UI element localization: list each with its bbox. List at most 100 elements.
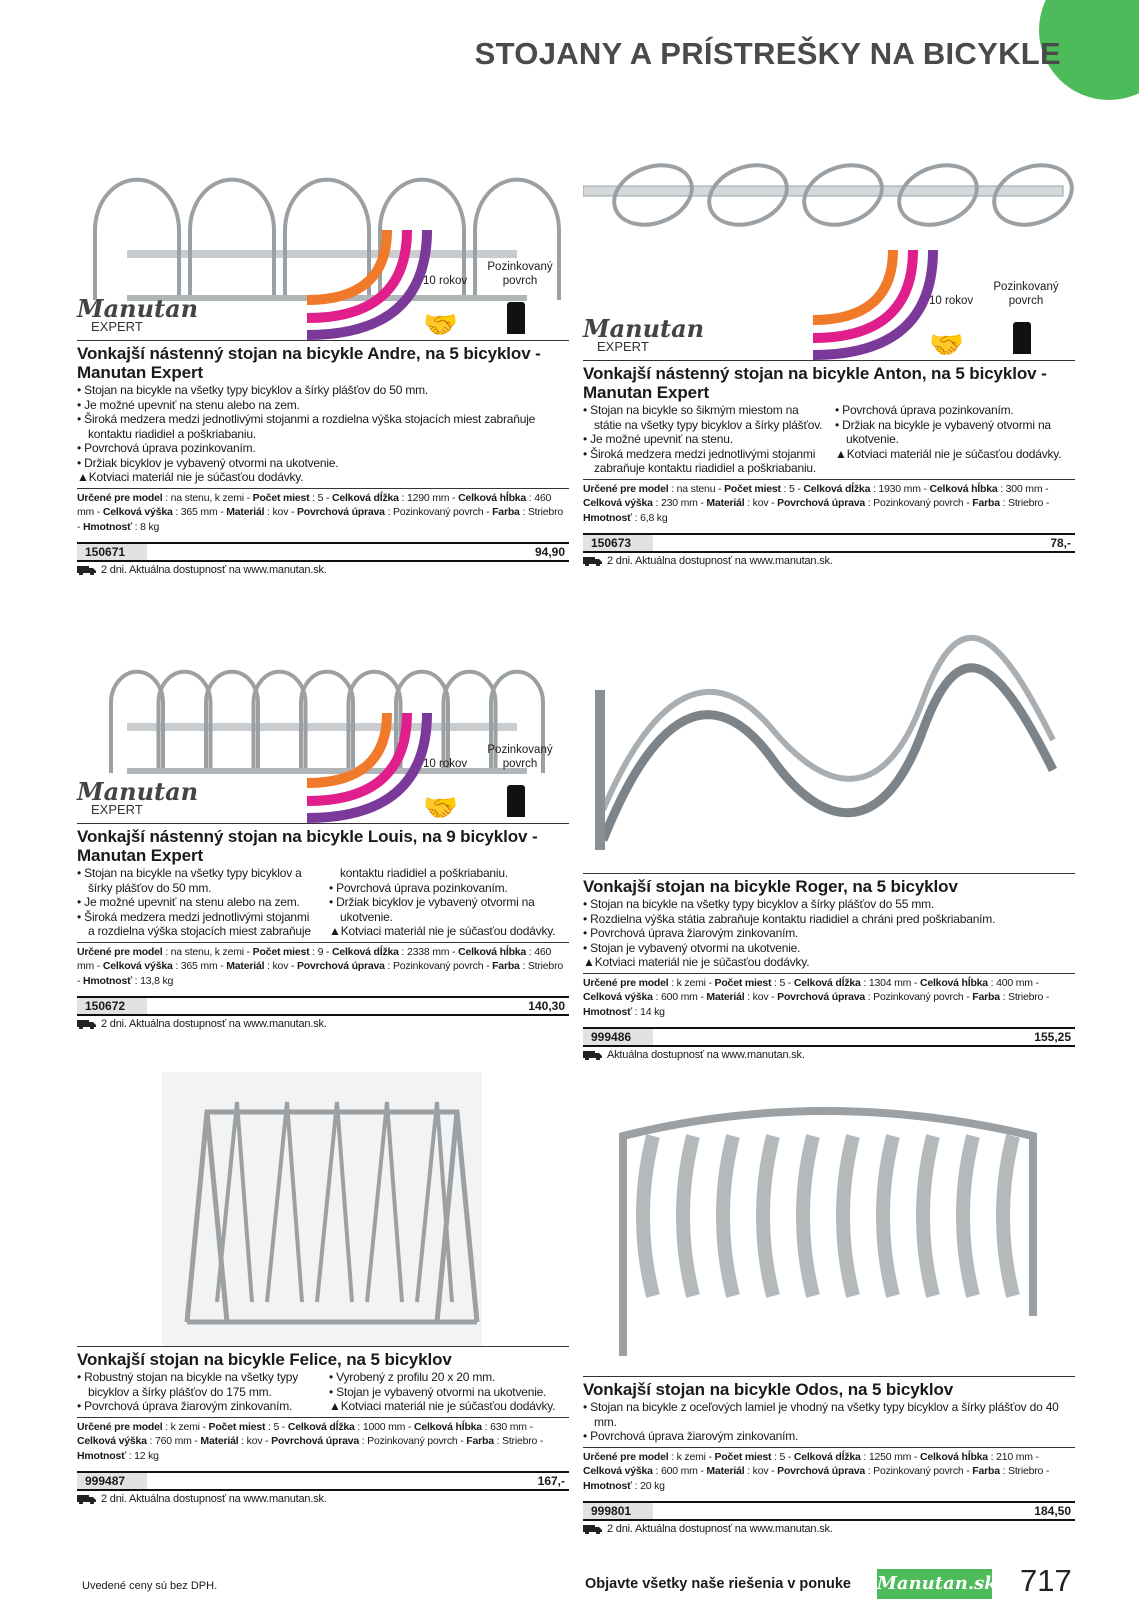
feature-item: Široká medzera medzi jednotlivými stojan… <box>77 412 569 441</box>
feature-item: Je možné upevniť na stenu. <box>583 432 823 447</box>
spec-label: Materiál <box>200 1435 239 1447</box>
delivery-info: 2 dni. Aktuálna dostupnosť na www.manuta… <box>77 1491 569 1507</box>
feature-item: Držiak bicyklov je vybavený otvormi na u… <box>77 456 569 471</box>
feature-item: Stojan na bicykle so šikmým miestom na s… <box>583 403 823 432</box>
product-title[interactable]: Vonkajší stojan na bicykle Odos, na 5 bi… <box>583 1376 1075 1399</box>
spec-value: Pozinkovaný povrch <box>392 506 484 518</box>
product-code[interactable]: 999486 <box>583 1029 653 1045</box>
warranty-arcs <box>812 250 938 360</box>
feature-list: Stojan na bicykle na všetky typy bicyklo… <box>77 865 569 942</box>
manutan-logo[interactable]: Manutan.sk <box>877 1569 997 1599</box>
product-code[interactable]: 999487 <box>77 1473 147 1489</box>
product-title[interactable]: Vonkajší stojan na bicykle Felice, na 5 … <box>77 1346 569 1369</box>
product-price: 94,90 <box>534 545 565 559</box>
warning-item: Kotviaci materiál nie je súčasťou dodávk… <box>835 447 1075 462</box>
spec-label: Celková výška <box>583 1465 653 1477</box>
spec-label: Celková dĺžka <box>793 976 861 989</box>
spec-label: Určené pre model <box>583 976 669 989</box>
spec-label: Povrchová úprava <box>296 506 385 518</box>
spec-label: Materiál <box>706 991 745 1003</box>
warning-item: Kotviaci materiál nie je súčasťou dodávk… <box>583 955 1075 970</box>
price-bar: 150673 78,- <box>583 533 1075 553</box>
price-bar: 999487 167,- <box>77 1471 569 1491</box>
feature-item: Vyrobený z profilu 20 x 20 mm. <box>329 1370 569 1385</box>
spec-label: Materiál <box>706 1465 745 1477</box>
product-code[interactable]: 150673 <box>583 535 653 551</box>
feature-item: Stojan je vybavený otvormi na ukotvenie. <box>583 941 1075 956</box>
spec-value: 600 mm <box>660 991 698 1003</box>
product-image <box>619 1107 1037 1356</box>
specifications: Určené pre model : k zemi - Počet miest … <box>583 972 1075 1028</box>
feature-item: Stojan na bicykle na všetky typy bicyklo… <box>77 866 317 895</box>
spec-value: 230 mm <box>660 497 698 509</box>
spec-value: 760 mm <box>154 1435 192 1447</box>
spec-label: Počet miest <box>714 1450 772 1463</box>
product-price: 155,25 <box>1034 1030 1071 1044</box>
product-title[interactable]: Vonkajší nástenný stojan na bicykle Loui… <box>77 823 569 865</box>
spec-label: Povrchová úprava <box>777 991 865 1003</box>
spec-label: Materiál <box>706 497 745 509</box>
product-image <box>162 1072 482 1346</box>
product-title[interactable]: Vonkajší stojan na bicykle Roger, na 5 b… <box>583 873 1075 896</box>
feature-item: Povrchová úprava žiarovým zinkovaním. <box>77 1399 317 1414</box>
spec-label: Počet miest <box>252 945 310 958</box>
spec-label: Farba <box>972 497 1000 509</box>
product-price: 167,- <box>537 1474 565 1488</box>
spec-value: 365 mm <box>180 506 218 518</box>
truck-icon <box>77 1020 96 1029</box>
spec-label: Počet miest <box>724 482 781 495</box>
spec-value: Striebro <box>1008 1465 1044 1477</box>
spec-value: 1000 mm <box>362 1420 406 1433</box>
spec-value: 600 mm <box>660 1465 698 1477</box>
specifications: Určené pre model : k zemi - Počet miest … <box>77 1416 569 1472</box>
spec-label: Hmotnosť <box>583 1005 632 1018</box>
spec-value: Striebro <box>1008 991 1044 1003</box>
feature-item: Povrchová úprava pozinkovaním. <box>329 881 569 896</box>
warranty-arcs <box>306 230 432 340</box>
delivery-info: 2 dni. Aktuálna dostupnosť na www.manuta… <box>77 562 569 578</box>
page-title: STOJANY A PRÍSTREŠKY NA BICYKLE <box>474 36 1061 71</box>
footer-cta: Objavte všetky naše riešenia v ponuke <box>585 1576 851 1592</box>
spec-value: na stenu, k zemi <box>170 945 244 958</box>
product-title[interactable]: Vonkajší nástenný stojan na bicykle Andr… <box>77 340 569 382</box>
product-code[interactable]: 150672 <box>77 998 147 1014</box>
spec-label: Celková hĺbka <box>413 1420 482 1433</box>
product-title[interactable]: Vonkajší nástenný stojan na bicykle Anto… <box>583 360 1075 402</box>
spec-value: Pozinkovaný povrch <box>873 991 964 1003</box>
spec-label: Hmotnosť <box>77 1449 126 1462</box>
price-bar: 999486 155,25 <box>583 1027 1075 1047</box>
handshake-icon: 🤝 <box>929 329 964 360</box>
spec-value: Striebro <box>527 960 564 972</box>
spec-label: Určené pre model <box>77 491 163 504</box>
feature-item: Stojan na bicykle z oceľových lamiel je … <box>583 1400 1075 1429</box>
warning-item: Kotviaci materiál nie je súčasťou dodávk… <box>329 924 569 939</box>
spec-value: kov <box>272 960 289 972</box>
spec-value: 365 mm <box>180 960 218 972</box>
spec-value: kov <box>246 1435 263 1447</box>
truck-icon <box>77 1495 96 1504</box>
product-code[interactable]: 150671 <box>77 544 147 560</box>
spec-value: 5 <box>273 1420 280 1433</box>
spec-value: 20 kg <box>640 1479 665 1492</box>
feature-item: Povrchová úprava žiarovým zinkovaním. <box>583 926 1075 941</box>
product-code[interactable]: 999801 <box>583 1503 653 1519</box>
spray-can-icon <box>507 785 525 817</box>
spray-can-icon <box>1013 322 1031 354</box>
product-felice: Vonkajší stojan na bicykle Felice, na 5 … <box>77 1072 569 1507</box>
spec-label: Celková výška <box>583 991 653 1003</box>
spec-value: 14 kg <box>640 1005 665 1018</box>
spec-value: 400 mm <box>996 976 1033 989</box>
feature-item: Široká medzera medzi jednotlivými stojan… <box>77 866 569 939</box>
feature-list: Stojan na bicykle so šikmým miestom na s… <box>583 402 1075 479</box>
specifications: Určené pre model : na stenu, k zemi - Po… <box>77 487 569 543</box>
handshake-icon: 🤝 <box>423 792 458 823</box>
price-bar: 150671 94,90 <box>77 542 569 562</box>
warning-item: Kotviaci materiál nie je súčasťou dodávk… <box>329 1399 569 1414</box>
truck-icon <box>583 1525 602 1534</box>
product-price: 78,- <box>1050 536 1071 550</box>
spec-label: Celková hĺbka <box>929 482 998 495</box>
spec-label: Celková dĺžka <box>331 491 399 504</box>
